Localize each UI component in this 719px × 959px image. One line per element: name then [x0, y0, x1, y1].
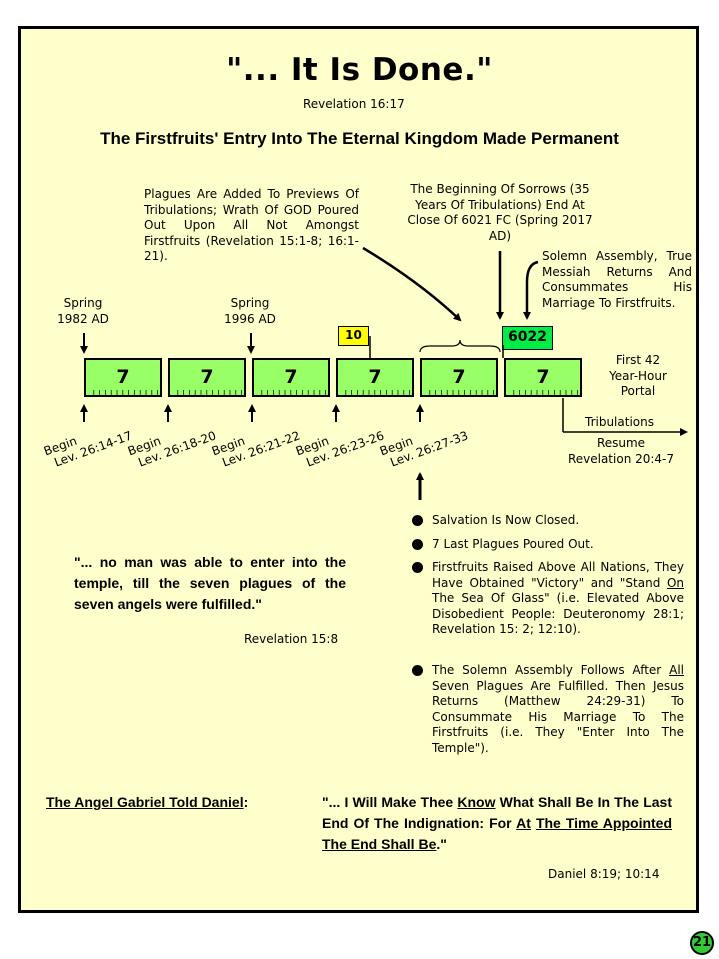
- note-sorrows: The Beginning Of Sorrows (35 Years Of Tr…: [407, 182, 593, 243]
- quote-reference: Revelation 15:8: [244, 632, 339, 646]
- label-tribulations: Tribulations: [585, 415, 654, 429]
- arrow-assembly: [523, 260, 539, 320]
- note-assembly: Solemn Assembly, True Messiah Returns An…: [542, 249, 692, 310]
- timeline-block-6: 7: [504, 358, 582, 397]
- bullet-dot: [412, 515, 423, 526]
- bullet-salvation: Salvation Is Now Closed.: [432, 513, 580, 527]
- arrow-plagues: [362, 246, 462, 322]
- note-plagues: Plagues Are Added To Previews Of Tribula…: [144, 187, 359, 263]
- bullet-assembly: The Solemn Assembly Follows After All Se…: [432, 663, 684, 755]
- daniel-quote: "... I Will Make Thee Know What Shall Be…: [322, 794, 673, 852]
- page-subtitle: The Firstfruits' Entry Into The Eternal …: [100, 129, 619, 148]
- page-number-badge: 21: [690, 931, 714, 955]
- bullet-plagues: 7 Last Plagues Poured Out.: [432, 537, 594, 551]
- title-reference: Revelation 16:17: [303, 97, 405, 111]
- quote-revelation: "... no man was able to enter into the t…: [74, 554, 346, 612]
- daniel-reference: Daniel 8:19; 10:14: [548, 867, 660, 881]
- bullet-firstfruits: Firstfruits Raised Above All Nations, Th…: [432, 560, 684, 636]
- page-title: "... It Is Done.": [226, 52, 493, 88]
- bullet-dot: [412, 539, 423, 550]
- page-frame: [18, 26, 699, 913]
- gabriel-label: The Angel Gabriel Told Daniel:: [46, 794, 249, 810]
- bullet-dot: [412, 665, 423, 676]
- badge-6022: 6022: [502, 326, 553, 350]
- bullet-dot: [412, 562, 423, 573]
- badge-10: 10: [338, 326, 369, 346]
- brace-block-5: [419, 339, 501, 353]
